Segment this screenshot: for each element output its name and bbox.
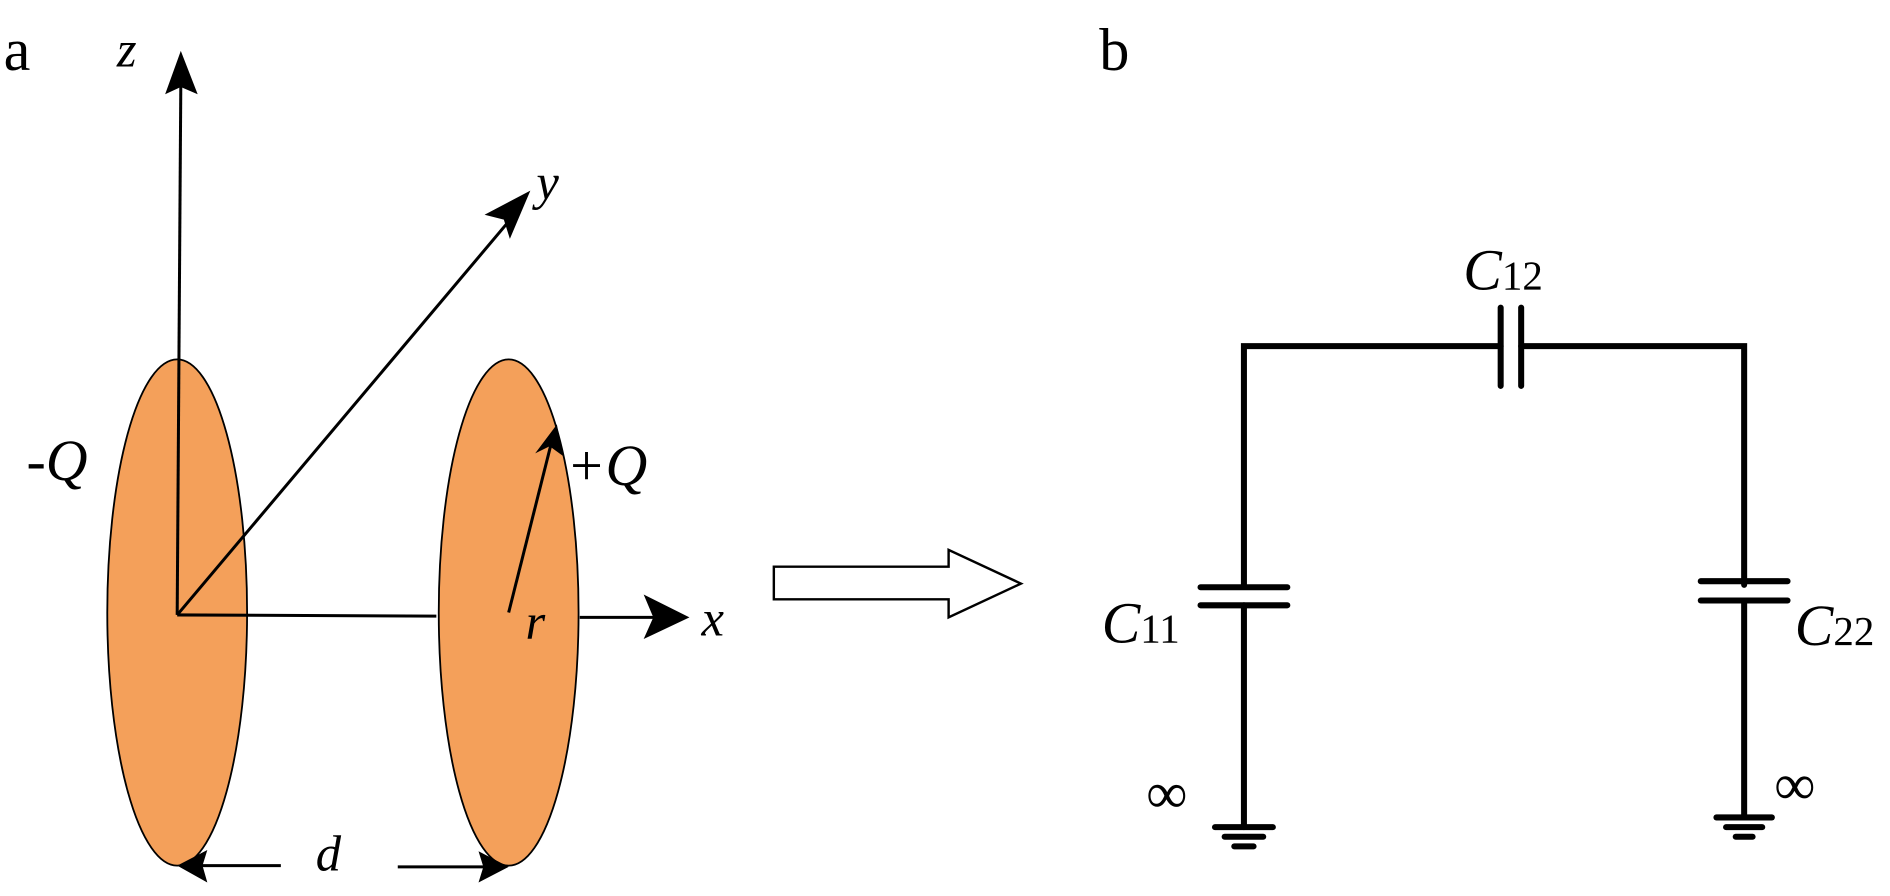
hollow-right-arrow-icon — [772, 547, 1024, 620]
capacitor-c12-label: C12 — [1463, 237, 1543, 302]
capacitor-c22-label: C22 — [1795, 593, 1875, 658]
capacitor-c22 — [1697, 578, 1791, 821]
separation-label: d — [316, 825, 342, 881]
capacitor-c11 — [1197, 584, 1291, 831]
ground-right-icon — [1713, 814, 1775, 840]
y-axis-arrowhead — [484, 190, 531, 239]
capacitor-c11-label: C11 — [1102, 591, 1180, 656]
right-plate-charge: +Q — [567, 433, 648, 498]
z-axis-label: z — [116, 22, 137, 78]
x-axis-arrowhead — [643, 594, 690, 640]
z-axis-arrowhead — [165, 50, 198, 95]
radius-arrow — [507, 424, 563, 613]
panel-b-label: b — [1099, 17, 1129, 84]
ground-left-infinity: ∞ — [1146, 761, 1187, 826]
circuit-wires — [1240, 343, 1748, 588]
ground-left-icon — [1211, 824, 1276, 850]
ground-right-infinity: ∞ — [1774, 752, 1815, 817]
z-axis — [165, 50, 198, 615]
x-axis — [177, 594, 690, 640]
panel-a-label: a — [4, 17, 31, 84]
x-axis-label: x — [701, 590, 725, 646]
radius-label: r — [526, 594, 546, 650]
capacitor-c12 — [1497, 304, 1525, 389]
separation-arrow — [177, 849, 509, 883]
left-plate-charge: -Q — [27, 428, 88, 493]
y-axis — [176, 190, 531, 616]
y-axis-label: y — [531, 154, 559, 210]
